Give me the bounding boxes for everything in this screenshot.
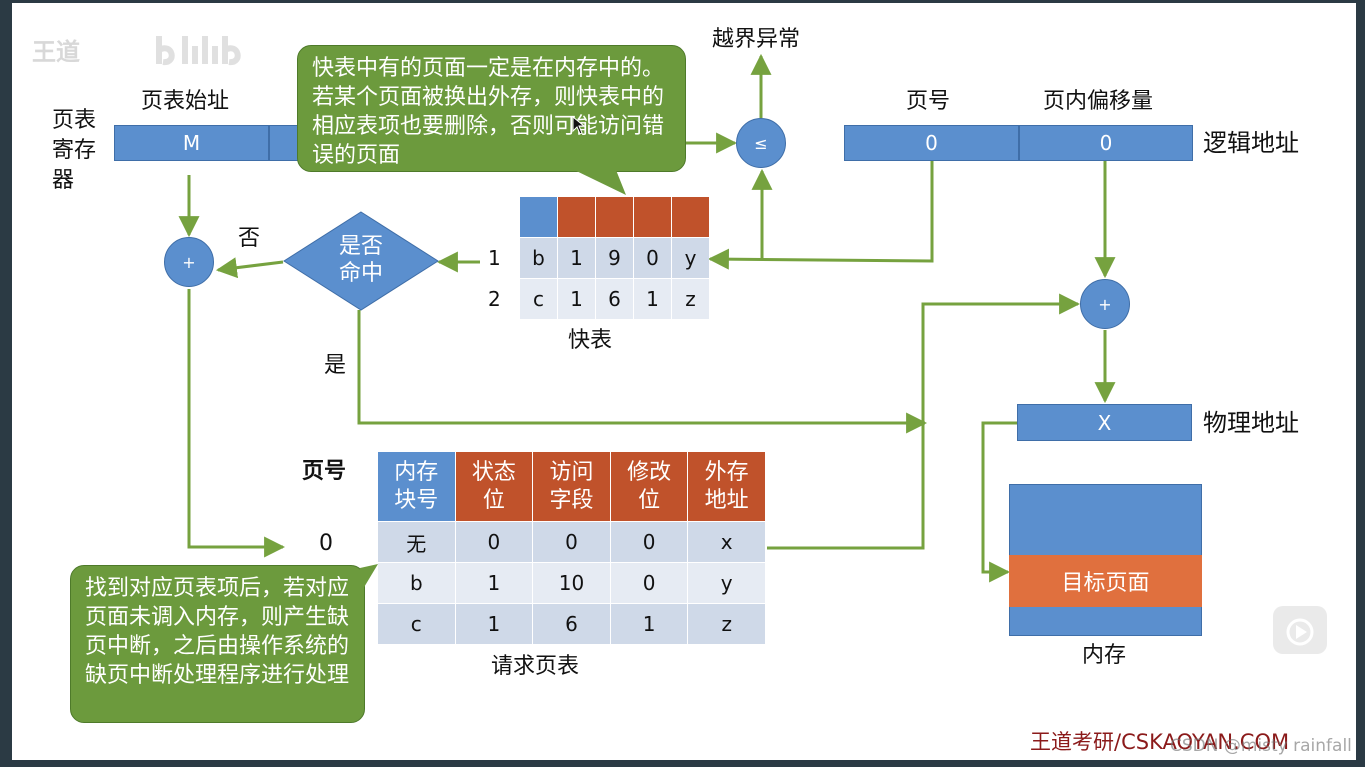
page-table-cell: 10: [533, 563, 610, 603]
memory-caption: 内存: [1082, 643, 1127, 668]
logical-page-no-label: 页号: [906, 89, 951, 114]
page-table-cell: 0: [455, 522, 533, 562]
page-fault-note-text: 找到对应页表项后，若对应页面未调入内存，则产生缺页中断，之后由操作系统的缺页中断…: [85, 576, 350, 688]
page-table-cell: 0: [610, 563, 688, 603]
tlb-cell: 1: [634, 279, 671, 319]
logical-offset-cell: 0: [1019, 125, 1193, 161]
page-table-header-cell: 内存块号: [378, 452, 455, 521]
page-table-cell: c: [378, 604, 455, 644]
tlb-cell: 6: [596, 279, 633, 319]
page-table-cell: 无: [378, 522, 455, 562]
page-fault-note-bubble: 找到对应页表项后，若对应页面未调入内存，则产生缺页中断，之后由操作系统的缺页中断…: [70, 565, 365, 723]
page-table-cell: 6: [533, 604, 610, 644]
page-table-start-label: 页表始址: [141, 89, 230, 114]
tlb-cell: 1: [558, 279, 595, 319]
tlb-row-index: 1: [488, 246, 501, 270]
tlb-note-bubble: 快表中有的页面一定是在内存中的。若某个页面被换出外存，则快表中的相应表项也要删除…: [297, 45, 686, 172]
adder-node-page-table: +: [164, 237, 214, 287]
tlb-header-cell: [672, 197, 709, 237]
page-table-cell: z: [688, 604, 765, 644]
hit-decision: 是否命中: [283, 211, 439, 311]
page-table-header-cell: 外存地址: [688, 452, 765, 521]
play-button[interactable]: [1273, 606, 1327, 654]
hit-decision-text: 是否命中: [338, 234, 383, 286]
tlb-cell: y: [672, 238, 709, 278]
page-table-cell: 1: [455, 604, 533, 644]
page-table-cell: x: [688, 522, 765, 562]
tlb-cell: 0: [634, 238, 671, 278]
tlb-note-text: 快表中有的页面一定是在内存中的。若某个页面被换出外存，则快表中的相应表项也要删除…: [312, 56, 665, 168]
page-table-cell: 1: [610, 604, 688, 644]
page-table-row-0-index: 0: [319, 531, 333, 556]
page-table-header-cell: 修改位: [610, 452, 688, 521]
tlb-header-cell: [634, 197, 671, 237]
watermark-logo: 王道: [32, 38, 80, 66]
physical-address-cell: X: [1017, 404, 1192, 441]
tlb-header-cell: [596, 197, 633, 237]
compare-node: ≤: [736, 118, 786, 168]
tlb-header-cell: [520, 197, 557, 237]
logical-offset-label: 页内偏移量: [1043, 89, 1154, 114]
tlb-caption: 快表: [568, 328, 613, 353]
page-table-header-cell: 访问字段: [533, 452, 610, 521]
tlb-cell: z: [672, 279, 709, 319]
page-fault-note-pointer: [360, 564, 378, 594]
page-table-cell: b: [378, 563, 455, 603]
bilibili-logo: [155, 30, 255, 68]
physical-address-title: 物理地址: [1203, 409, 1299, 437]
page-table-cell: y: [688, 563, 765, 603]
tlb-cell: 9: [596, 238, 633, 278]
mouse-cursor-icon: [572, 116, 586, 135]
footer-overlay: CSDN @misty rainfall: [1170, 736, 1352, 756]
target-page: 目标页面: [1009, 555, 1202, 607]
logical-page-no-cell: 0: [844, 125, 1019, 161]
tlb-note-pointer: [564, 165, 626, 195]
page-table-caption: 请求页表: [491, 654, 580, 679]
logical-address-title: 逻辑地址: [1203, 129, 1299, 157]
decision-no-label: 否: [238, 226, 261, 251]
footer-brand: 王道考研/CSKAOYAN.COM: [1030, 730, 1290, 754]
page-table-cell: 0: [533, 522, 610, 562]
decision-yes-label: 是: [324, 353, 347, 378]
tlb-cell: 1: [558, 238, 595, 278]
register-value-cell: M: [114, 125, 269, 161]
tlb-cell: c: [520, 279, 557, 319]
play-icon: [1286, 618, 1314, 646]
page-table-header-cell: 状态位: [455, 452, 533, 521]
tlb-row-index: 2: [488, 287, 501, 311]
tlb-header-cell: [558, 197, 595, 237]
adder-node-physical: +: [1080, 279, 1130, 329]
page-table-page-no-header: 页号: [302, 459, 347, 484]
page-table-cell: 0: [610, 522, 688, 562]
tlb-cell: b: [520, 238, 557, 278]
overflow-exception-label: 越界异常: [712, 27, 801, 52]
page-table-cell: 1: [455, 563, 533, 603]
page-table-register-label: 页表寄存器: [52, 108, 97, 193]
